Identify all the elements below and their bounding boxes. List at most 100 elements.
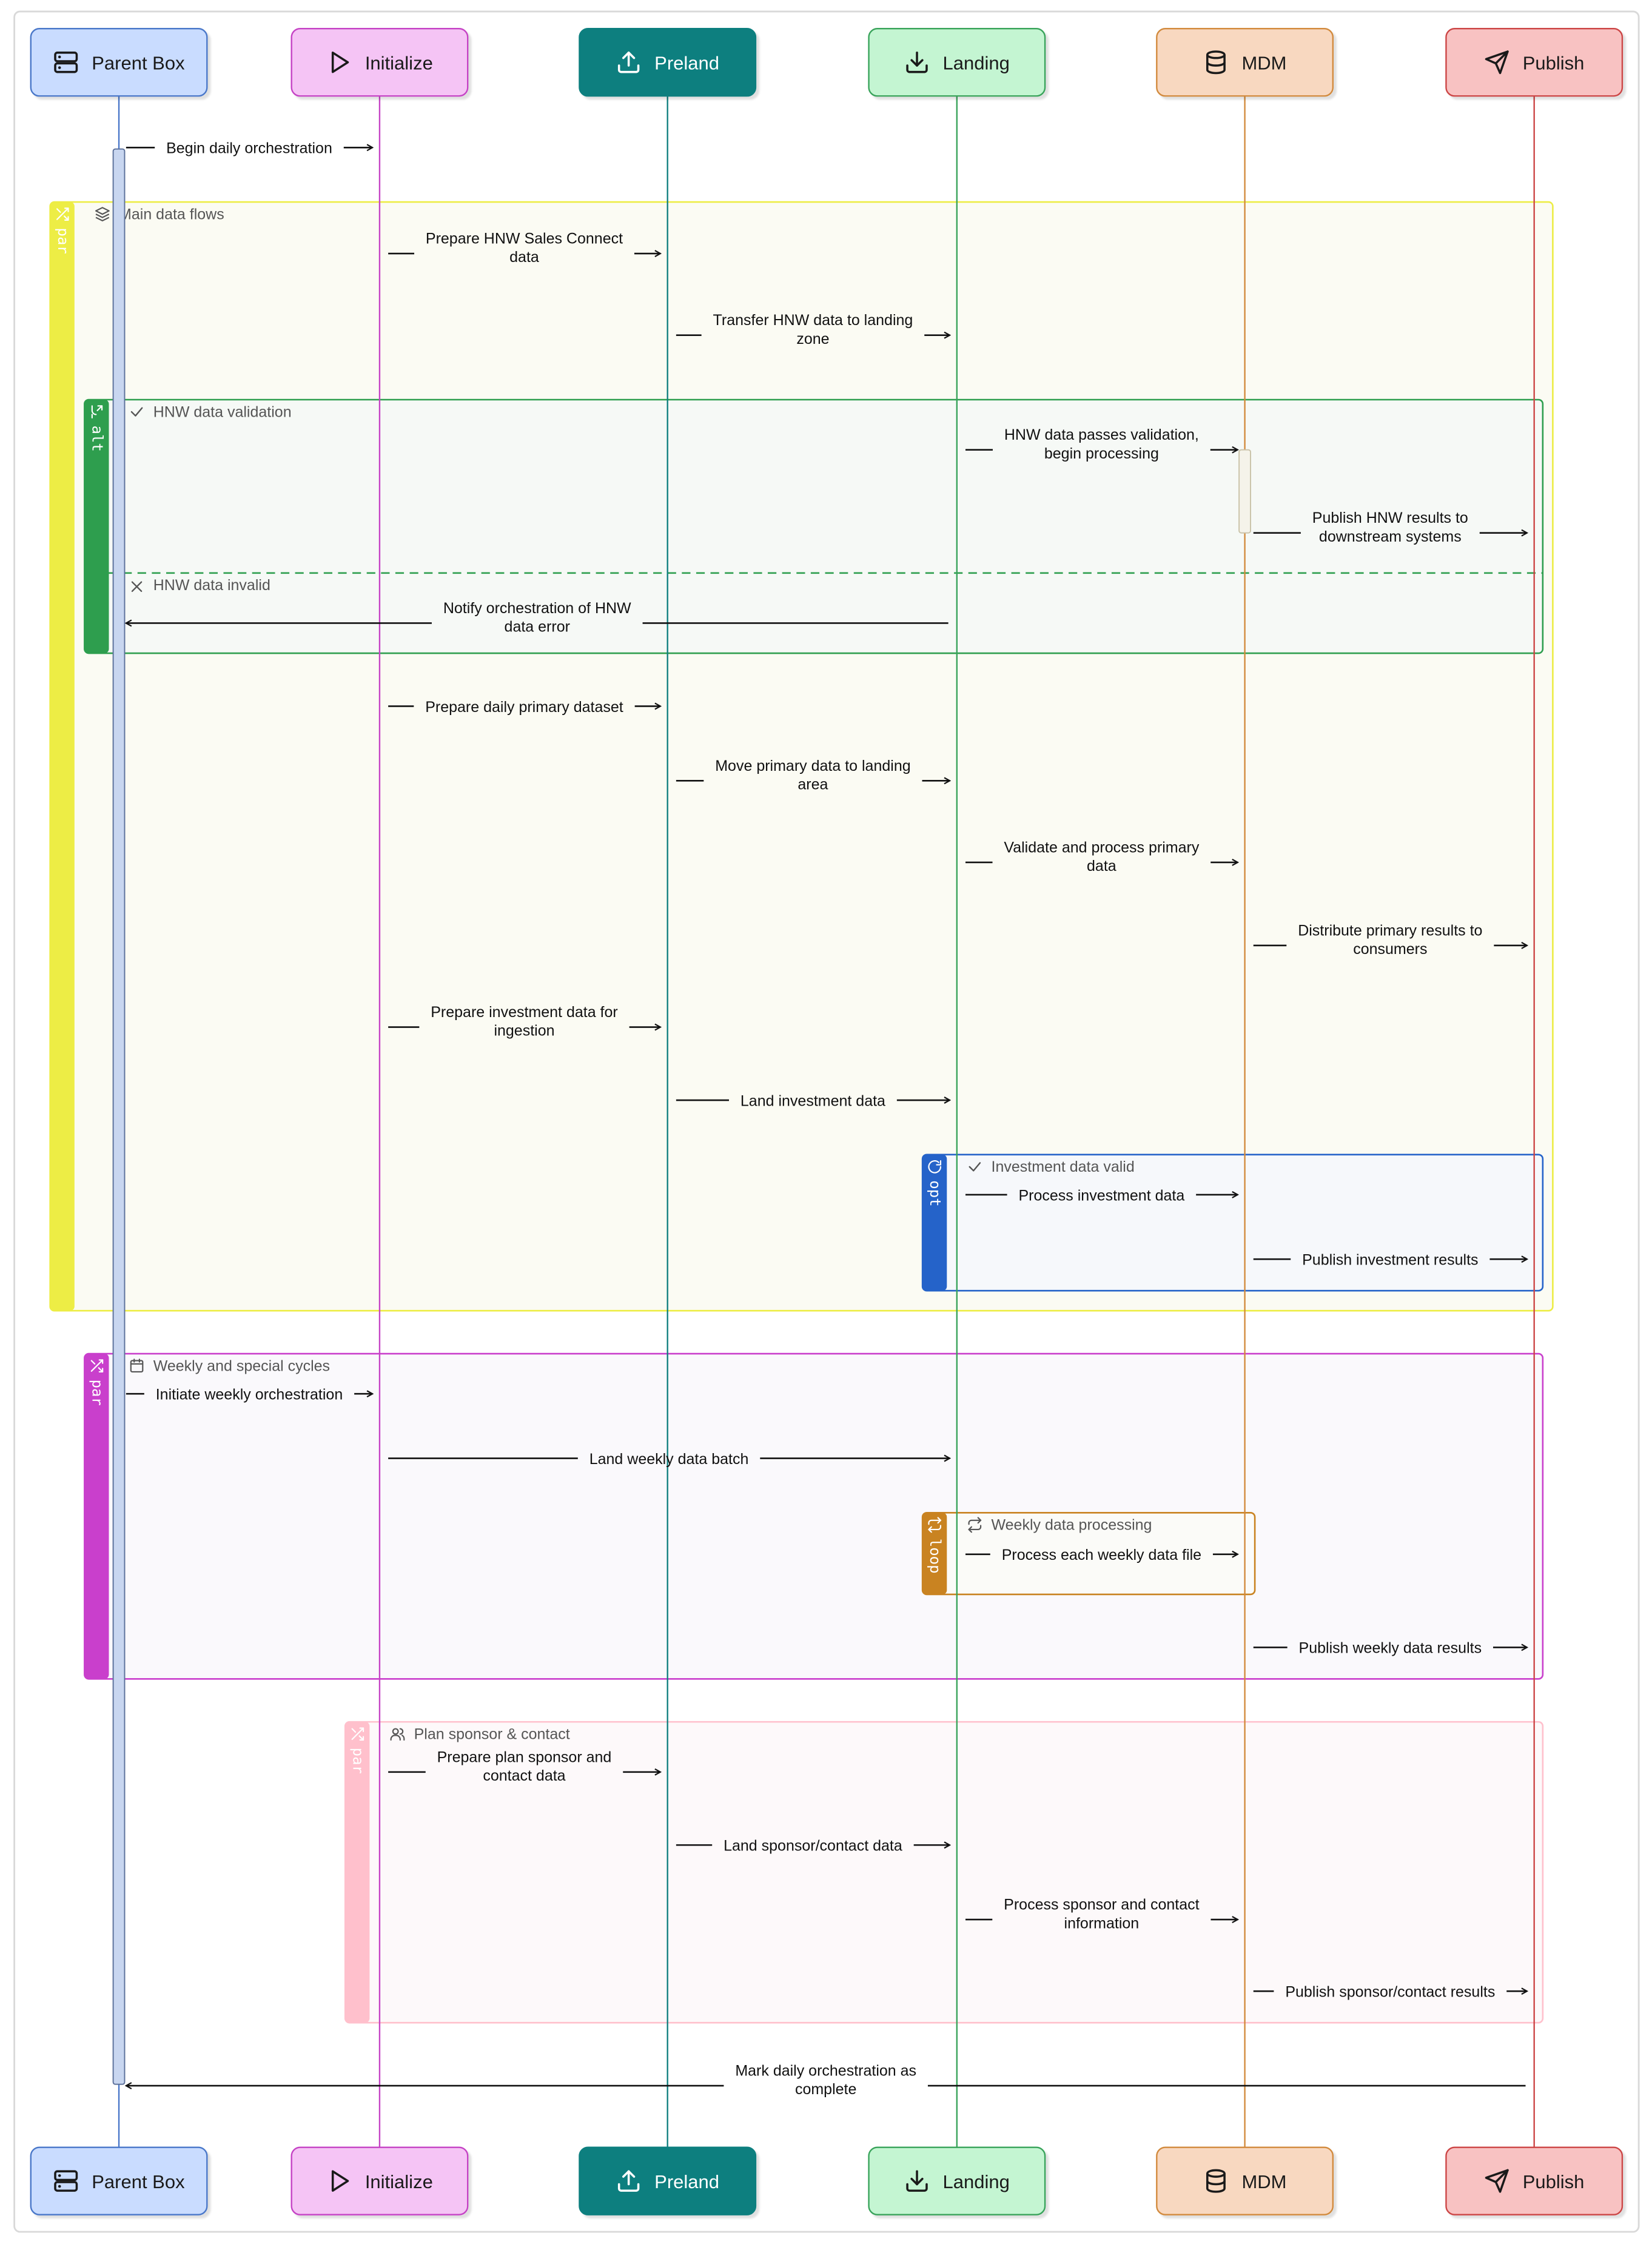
message-label: Prepare daily primary dataset [425,699,623,716]
participant-box[interactable] [868,2146,1046,2215]
message: Land investment data [676,1092,950,1109]
participant-box[interactable] [579,28,757,97]
message: Land sponsor/contact data [676,1838,950,1855]
message-label: zone [796,331,829,348]
message-label: Begin daily orchestration [166,140,332,157]
message-label: data [509,249,539,266]
message-label: data error [505,619,570,636]
message: Process each weekly data file [965,1547,1238,1563]
message-label: HNW data passes validation, [1004,426,1199,443]
fragment-keyword: loop [927,1539,944,1574]
participant-box[interactable] [579,2146,757,2215]
participant-mdm-bottom[interactable]: MDM [1156,2146,1334,2215]
message-label: complete [795,2081,856,2098]
message-label: Land weekly data batch [589,1451,749,1468]
message-label: Process each weekly data file [1002,1547,1201,1563]
participant-label: Landing [943,2171,1010,2192]
participant-mdm-top[interactable]: MDM [1156,28,1334,97]
message-label: consumers [1353,941,1427,958]
message: Publish sponsor/contact results [1253,1984,1527,2001]
activation-bar-mdm [1238,449,1251,534]
participant-box[interactable] [1156,2146,1334,2215]
participant-box[interactable] [290,28,469,97]
message-label: Prepare investment data for [431,1004,618,1021]
participant-box[interactable] [30,2146,208,2215]
message-label: data [1087,858,1116,875]
participant-init-bottom[interactable]: Initialize [290,2146,469,2215]
fragment-label: Main data flows [119,206,224,223]
participant-box[interactable] [30,28,208,97]
participant-box[interactable] [868,28,1046,97]
participant-publish-bottom[interactable]: Publish [1445,2146,1623,2215]
fragment-label: Weekly data processing [992,1517,1152,1534]
message-label: Publish weekly data results [1299,1640,1482,1657]
fragment-box [49,201,1554,1312]
participant-box[interactable] [1445,28,1623,97]
message: Prepare daily primary dataset [388,699,660,716]
participant-landing-bottom[interactable]: Landing [868,2146,1046,2215]
participant-label: MDM [1241,53,1286,74]
message: Prepare investment data for ingestion [388,1004,660,1040]
fragment-keyword: alt [89,426,106,452]
message: Publish investment results [1253,1252,1527,1269]
message-label: Move primary data to landing [715,757,910,774]
participant-label: Initialize [365,2171,433,2192]
message-label: downstream systems [1319,528,1462,545]
fragment-label: Plan sponsor & contact [414,1725,570,1742]
fragment-keyword: par [349,1748,366,1774]
fragment-keyword: opt [927,1180,944,1206]
participant-parent-top[interactable]: Parent Box [30,28,208,97]
message: Process investment data [965,1187,1238,1204]
fragment-keyword: par [55,228,72,254]
fragment-label: HNW data validation [153,403,292,420]
message: Land weekly data batch [388,1451,950,1468]
participant-landing-top[interactable]: Landing [868,28,1046,97]
fragment-keyword-band [345,1722,370,2023]
participant-parent-bottom[interactable]: Parent Box [30,2146,208,2215]
message-label: Notify orchestration of HNW [443,600,631,617]
message-label: Publish investment results [1302,1252,1478,1269]
message-label: Prepare plan sponsor and [437,1748,612,1765]
participant-label: Parent Box [92,2171,185,2192]
participant-label: Preland [654,2171,719,2192]
message-label: Publish HNW results to [1312,509,1468,526]
participant-box[interactable] [1445,2146,1623,2215]
message-label: Publish sponsor/contact results [1285,1984,1495,2001]
message: HNW data passes validation, begin process… [965,426,1238,462]
else-label: HNW data invalid [153,577,270,594]
participant-label: Initialize [365,53,433,74]
message-label: ingestion [494,1023,554,1040]
participant-label: Landing [943,53,1010,74]
message-label: area [797,776,828,793]
participant-preland-top[interactable]: Preland [579,28,757,97]
message: Publish HNW results to downstream systems [1253,509,1527,545]
message-label: Process sponsor and contact [1004,1896,1199,1913]
fragment-keyword-band [922,1513,947,1594]
message: Publish weekly data results [1253,1640,1527,1657]
participant-label: Publish [1523,2171,1585,2192]
fragment-keyword-band [84,399,109,654]
participant-preland-bottom[interactable]: Preland [579,2146,757,2215]
participant-label: MDM [1241,2171,1286,2192]
fragment-label: Weekly and special cycles [153,1357,330,1374]
participant-box[interactable] [1156,28,1334,97]
participant-box[interactable] [290,2146,469,2215]
message-label: begin processing [1044,445,1159,462]
message: Initiate weekly orchestration [126,1386,372,1403]
message-label: contact data [483,1767,565,1784]
fragment-main: par Main data flows [49,201,1554,1312]
participant-label: Preland [654,53,719,74]
participant-publish-top[interactable]: Publish [1445,28,1623,97]
message-label: Land sponsor/contact data [724,1838,902,1855]
message-label: Land investment data [740,1092,885,1109]
participant-init-top[interactable]: Initialize [290,28,469,97]
message: Begin daily orchestration [126,140,372,157]
message-label: Initiate weekly orchestration [156,1386,343,1403]
